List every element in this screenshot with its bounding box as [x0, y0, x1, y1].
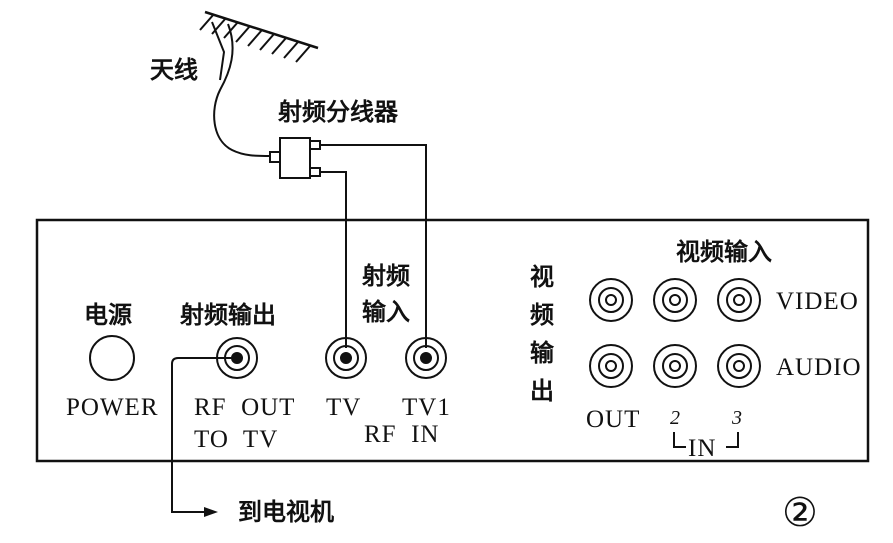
in-bracket-right [726, 432, 739, 448]
in-bracket [673, 432, 686, 448]
to-tv-label: TO TV [194, 426, 279, 453]
tv1-jack [405, 337, 447, 379]
cable-splitter-to-tv1 [320, 144, 427, 348]
antenna-label: 天线 [150, 56, 198, 84]
in-3-label: 3 [732, 407, 742, 429]
video-in-3-jack [717, 278, 761, 322]
video-input-label-cn: 视频输入 [676, 238, 772, 266]
power-label: POWER [66, 394, 159, 421]
audio-in-3-jack [717, 344, 761, 388]
rf-out-label: RF OUT [194, 394, 296, 421]
out-label: OUT [586, 406, 641, 433]
video-out-jack [589, 278, 633, 322]
tv-jack [325, 337, 367, 379]
in-label: IN [688, 435, 717, 462]
device-back-panel [35, 218, 870, 463]
antenna-cable [213, 23, 271, 157]
rf-splitter-label: 射频分线器 [278, 98, 398, 126]
rf-splitter-icon [269, 137, 321, 179]
antenna-icon [199, 10, 319, 81]
figure-number: ② [782, 490, 818, 536]
cable-splitter-to-tv [320, 171, 347, 348]
tv1-label: TV1 [402, 394, 451, 421]
power-label-cn: 电源 [84, 301, 132, 329]
cable-to-tv-set [171, 357, 237, 513]
video-in-2-jack [653, 278, 697, 322]
tv-label: TV [326, 394, 362, 421]
audio-label: AUDIO [776, 354, 862, 381]
video-label: VIDEO [776, 288, 859, 315]
rf-in-label: RF IN [364, 421, 440, 448]
in-2-label: 2 [670, 407, 680, 429]
rf-output-label-cn: 射频输出 [180, 301, 276, 329]
video-output-label-cn: 视频输出 [530, 263, 554, 405]
to-tv-set-label: 到电视机 [238, 498, 334, 526]
audio-out-jack [589, 344, 633, 388]
power-button [89, 335, 135, 381]
arrow-to-tv-set [204, 507, 218, 517]
rf-input-label-cn: 射频输入 [362, 262, 410, 326]
audio-in-2-jack [653, 344, 697, 388]
